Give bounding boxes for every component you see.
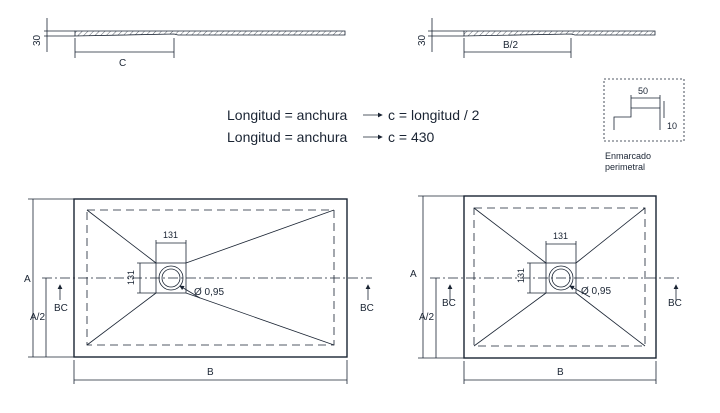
detail-width: 50 (638, 86, 648, 96)
plan-left-bc-right: BC (360, 303, 374, 314)
detail-caption-2: perimetral (605, 162, 645, 172)
plan-left-bc-left: BC (54, 303, 68, 314)
formula-1-left: Longitud = anchura (227, 107, 347, 123)
plan-left-dim-a-half: A/2 (30, 312, 45, 323)
profile-left-height: 30 (32, 34, 43, 46)
plan-left: A A/2 BC BC 131 131 Ø 0,95 B (24, 198, 374, 384)
plan-right-bc-right: BC (668, 298, 682, 309)
profile-right-height: 30 (417, 34, 428, 46)
formula-2-right: c = 430 (388, 129, 435, 145)
plan-right-drain-width: 131 (553, 231, 568, 241)
detail-frame: 50 10 Enmarcado perimetral (603, 78, 685, 172)
detail-height: 10 (667, 121, 677, 131)
formula-2-left: Longitud = anchura (227, 129, 347, 145)
profile-left-width: C (119, 58, 126, 69)
profile-left-section (74, 30, 346, 37)
profile-right: 30 B/2 (417, 18, 656, 58)
plan-right-dim-a-half: A/2 (419, 312, 434, 323)
plan-left-dim-a: A (24, 274, 31, 285)
formula-1-right: c = longitud / 2 (388, 107, 480, 123)
plan-left-drain-height: 131 (126, 270, 136, 285)
profile-right-section (463, 30, 656, 37)
plan-right-dim-b: B (557, 367, 564, 378)
profile-right-width: B/2 (503, 40, 518, 51)
plan-right-drain-diameter: Ø 0,95 (581, 286, 611, 297)
profile-left: 30 C (32, 18, 346, 69)
plan-left-drain-width: 131 (163, 230, 178, 240)
formulas: Longitud = anchura c = longitud / 2 Long… (227, 107, 480, 145)
detail-caption-1: Enmarcado (605, 151, 651, 161)
plan-right: A A/2 BC BC 131 131 Ø 0,95 B (410, 195, 682, 384)
plan-right-drain-height: 131 (516, 268, 526, 283)
plan-right-bc-left: BC (442, 298, 456, 309)
plan-right-dim-a: A (410, 269, 417, 280)
plan-left-drain-diameter: Ø 0,95 (194, 287, 224, 298)
plan-left-dim-b: B (207, 367, 214, 378)
